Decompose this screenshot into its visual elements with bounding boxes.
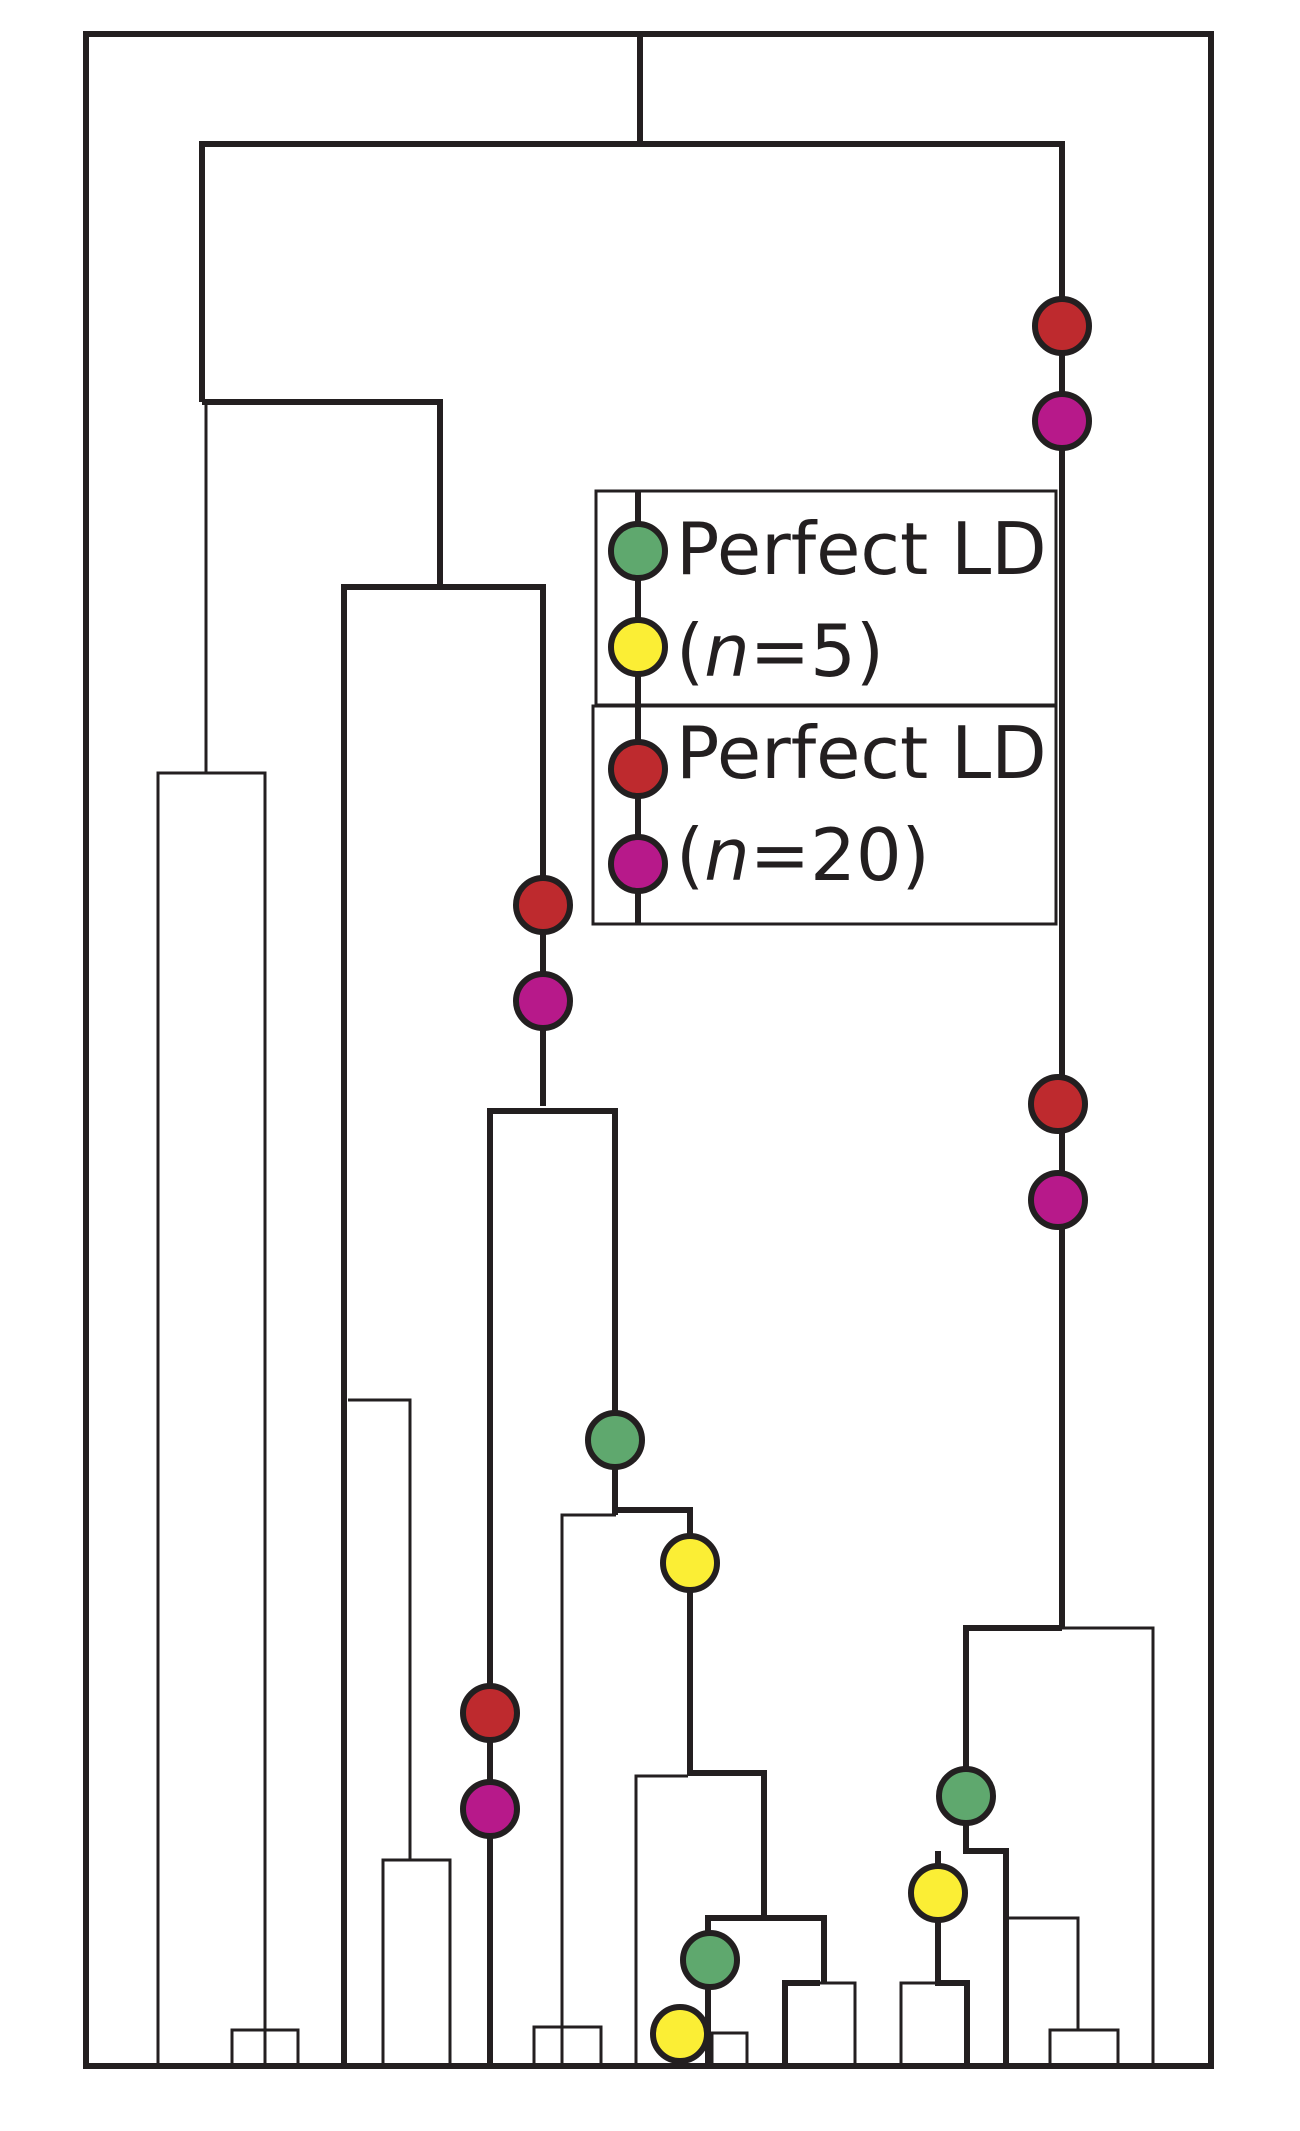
- branch-mid-cherry: [532, 2025, 603, 2066]
- marker-red: [460, 1683, 520, 1743]
- branch-inner-clade: [487, 1108, 618, 2066]
- marker-green: [680, 1930, 740, 1990]
- branch-left-major-node: [341, 584, 546, 2066]
- legend-box-n20: [591, 704, 1058, 926]
- branch-clade2-inner: [348, 1398, 412, 1860]
- legend-marker-yellow: [608, 617, 668, 677]
- branch-clade2-cherry: [381, 1858, 452, 2066]
- marker-green: [936, 1766, 996, 1826]
- legend: Perfect LD (n=5) Perfect LD (n=20): [591, 489, 1058, 926]
- branch-left-major: [202, 399, 443, 585]
- legend-label-n5-line1: Perfect LD: [676, 507, 1047, 591]
- marker-yellow: [908, 1863, 968, 1923]
- branch-right-outer: [1062, 1626, 1155, 2066]
- branch-mid-tip: [710, 2031, 749, 2066]
- legend-label-n5-line2: (n=5): [676, 609, 884, 693]
- branch-mid-left: [560, 1513, 616, 2066]
- branch-right-sub: [963, 1800, 1009, 2066]
- branch-left-clade-node: [156, 771, 267, 2066]
- branch-inner-sub-3: [705, 1915, 827, 2066]
- thick-branches: [199, 34, 1065, 2066]
- branch-right-mid: [899, 1981, 967, 2066]
- legend-marker-magenta: [608, 834, 668, 894]
- legend-marker-red: [608, 739, 668, 799]
- branch-root-node: [199, 141, 1065, 1628]
- branch-right-clade: [963, 1625, 1062, 1800]
- marker-red: [1028, 1074, 1088, 1134]
- branch-inner-sub: [615, 1507, 693, 1776]
- marker-magenta: [460, 1779, 520, 1839]
- marker-magenta: [513, 971, 573, 1031]
- thin-branches: [156, 400, 1155, 2066]
- branch-inner-sub-4: [782, 1980, 820, 2066]
- branch-mid-inner: [634, 1774, 688, 2066]
- branch-left-cherry: [230, 2028, 300, 2066]
- marker-yellow: [660, 1533, 720, 1593]
- branch-mid-cherry-2: [784, 1981, 857, 2066]
- marker-magenta: [1028, 1170, 1088, 1230]
- legend-marker-green: [608, 521, 668, 581]
- legend-box-n5: [594, 489, 1058, 707]
- branch-right-inner: [1008, 1916, 1080, 2030]
- legend-label-n20-line1: Perfect LD: [676, 711, 1047, 795]
- outer-frame: [83, 31, 1214, 2069]
- marker-red: [1032, 296, 1092, 356]
- branch-right-cherry: [1048, 2028, 1120, 2066]
- marker-yellow: [650, 2004, 710, 2064]
- branch-inner-sub-2: [690, 1770, 767, 1918]
- marker-green: [585, 1410, 645, 1470]
- mutation-markers: [460, 296, 1092, 2064]
- marker-magenta: [1032, 391, 1092, 451]
- marker-red: [513, 875, 573, 935]
- legend-label-n20-line2: (n=20): [676, 813, 930, 897]
